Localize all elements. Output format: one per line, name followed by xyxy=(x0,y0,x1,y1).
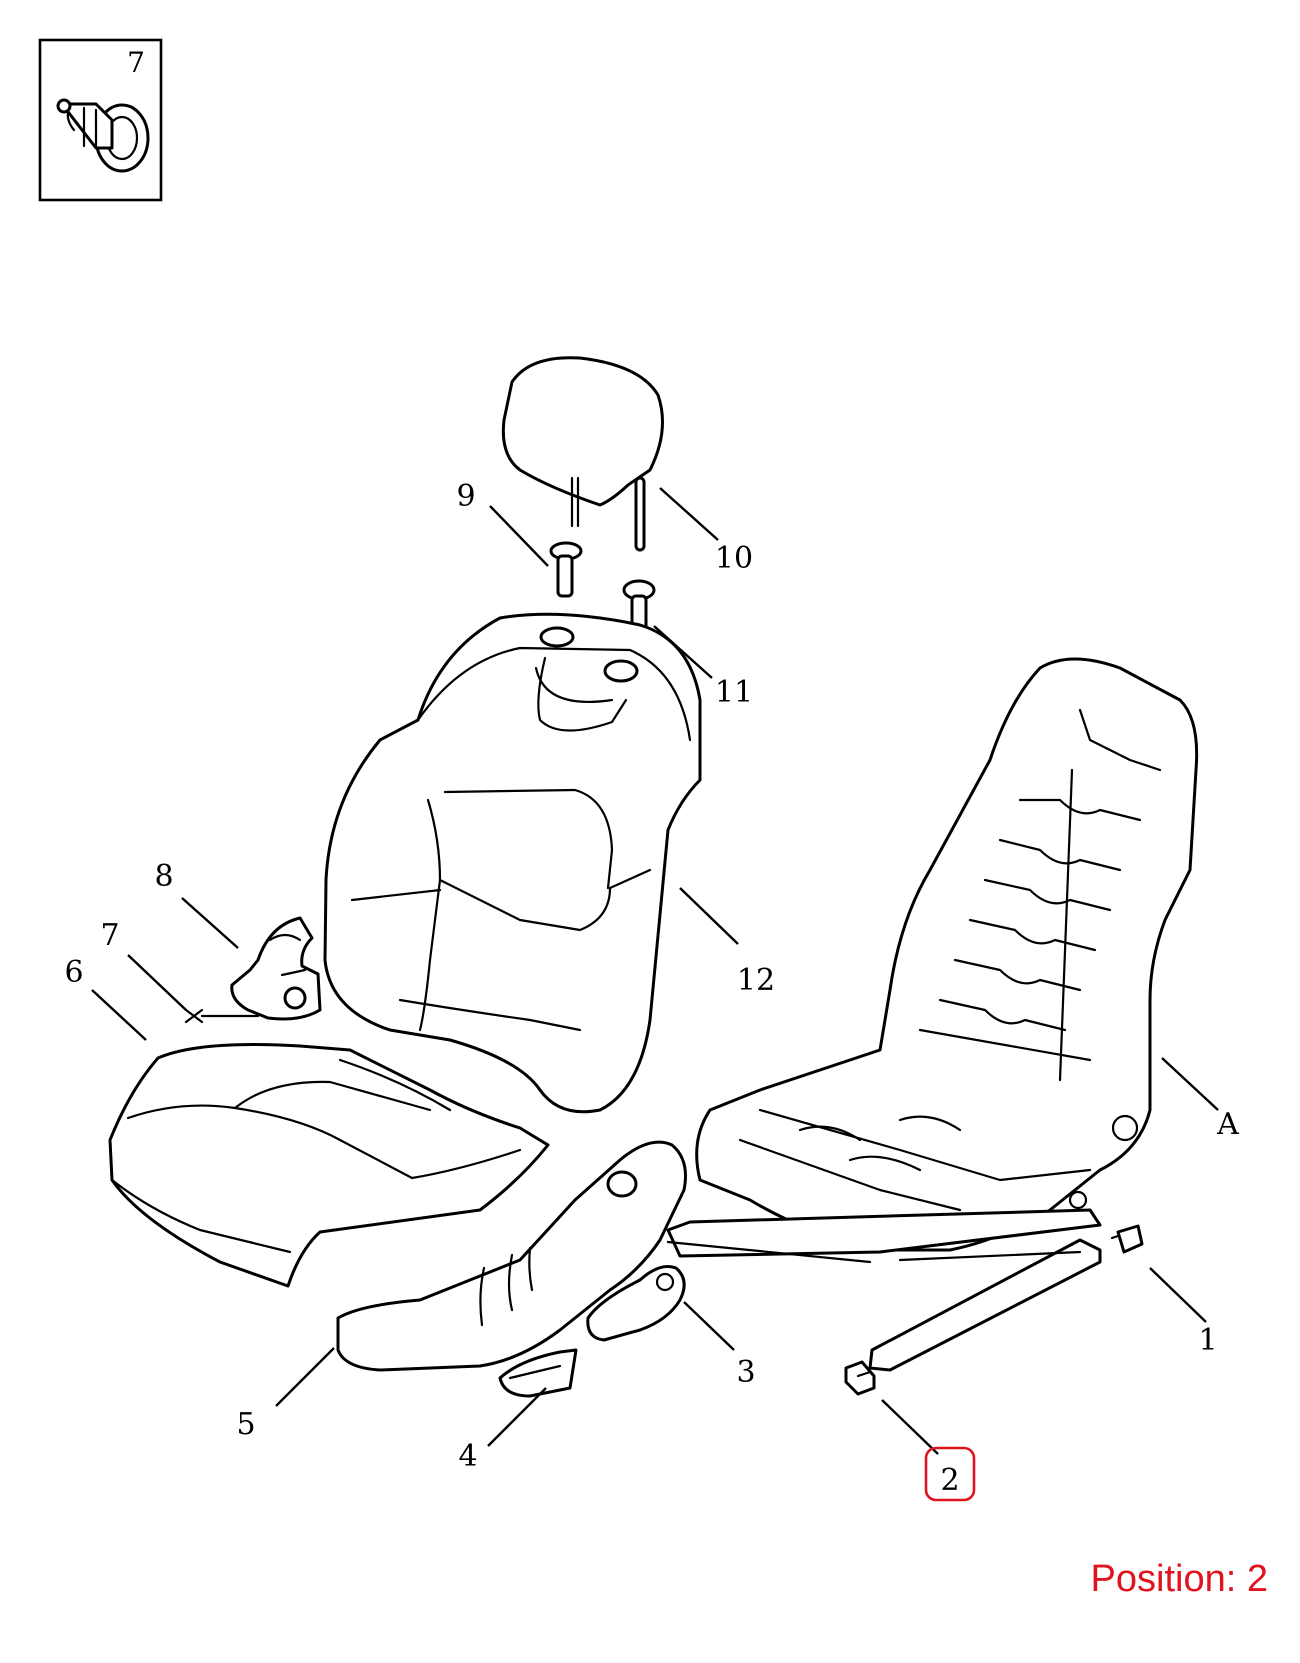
leader-line-9 xyxy=(489,505,549,567)
leader-line-4 xyxy=(487,1387,547,1447)
callout-6[interactable]: 6 xyxy=(64,955,83,990)
inset-detail-box: 7 xyxy=(38,38,163,202)
handle-part xyxy=(498,1348,578,1398)
callout-4[interactable]: 4 xyxy=(458,1439,477,1474)
seat-rail-part xyxy=(666,1208,1102,1372)
callout-8[interactable]: 8 xyxy=(154,859,173,894)
seat-back-part xyxy=(323,612,702,1114)
position-label: Position: 2 xyxy=(1090,1558,1268,1600)
callout-10[interactable]: 10 xyxy=(715,541,753,576)
leader-line-2 xyxy=(881,1399,939,1455)
callout-12[interactable]: 12 xyxy=(737,963,775,998)
leader-line-A xyxy=(1161,1057,1219,1111)
leader-line-1 xyxy=(1149,1267,1207,1323)
leader-line-12 xyxy=(679,887,739,945)
callout-5[interactable]: 5 xyxy=(236,1407,255,1442)
callout-2[interactable]: 2 xyxy=(940,1463,959,1498)
clip-part xyxy=(184,1008,260,1024)
callout-11[interactable]: 11 xyxy=(715,675,753,710)
headrest-part xyxy=(501,356,664,552)
trim-cover-part xyxy=(586,1265,686,1342)
seat-frame-assembly-part xyxy=(695,657,1199,1252)
leader-lines xyxy=(91,487,1219,1455)
seat-cushion-part xyxy=(108,1043,550,1288)
leader-line-8 xyxy=(181,897,239,949)
rail-end-cap-part xyxy=(1110,1224,1144,1254)
rail-cap-part xyxy=(844,1360,876,1396)
callout-2-highlight xyxy=(924,1446,976,1502)
leader-line-10 xyxy=(659,487,719,541)
side-trim-panel-part xyxy=(336,1140,687,1372)
push-clip-icon xyxy=(56,98,150,173)
leader-line-7 xyxy=(127,954,187,1011)
bracket-part xyxy=(230,916,322,1021)
headrest-guide-left xyxy=(549,541,583,598)
callout-1[interactable]: 1 xyxy=(1198,1323,1217,1358)
callout-7[interactable]: 7 xyxy=(100,918,119,953)
leader-line-6 xyxy=(91,989,147,1041)
callout-3[interactable]: 3 xyxy=(736,1355,755,1390)
callout-A[interactable]: A xyxy=(1216,1107,1239,1142)
inset-number: 7 xyxy=(127,46,145,79)
leader-line-5 xyxy=(275,1347,335,1407)
callout-9[interactable]: 9 xyxy=(456,479,475,514)
leader-line-3 xyxy=(683,1301,735,1351)
leader-line-11 xyxy=(653,625,713,679)
